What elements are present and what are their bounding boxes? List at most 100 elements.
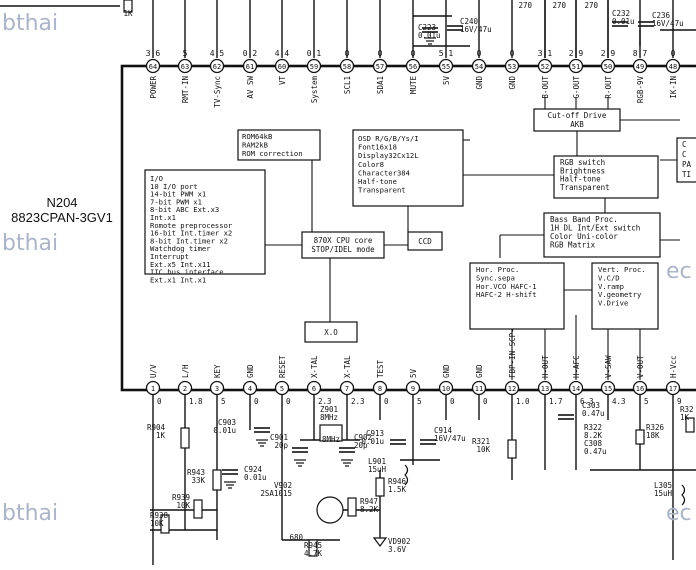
block-io-text: 8-bit Int.timer x2	[150, 236, 228, 245]
pin-circle	[568, 58, 584, 74]
pin-voltage: 4.5	[210, 49, 225, 58]
pin-number: 16	[636, 385, 644, 393]
pin-circle	[504, 58, 520, 74]
component-value: 0.01u	[418, 31, 441, 40]
pin-number: 59	[310, 63, 318, 71]
component-ref: R322	[584, 423, 602, 432]
pin-voltage: 0	[450, 397, 455, 406]
pin-voltage: 9	[677, 397, 682, 406]
watermark-left-2: bthai	[2, 231, 58, 256]
pin-voltage: 6.3	[580, 397, 594, 406]
pin-circle	[504, 380, 520, 396]
pin-name: FBP-IN SCP-OUT	[508, 314, 517, 378]
block-right_partial-text: C	[682, 140, 687, 149]
component-ref: C308	[584, 439, 603, 448]
pin-circle	[537, 380, 553, 396]
pin-name: R-OUT	[604, 76, 613, 99]
block-bassband-text: 1H DL Int/Ext switch	[550, 224, 640, 233]
block-rgbsw-text: Brightness	[560, 166, 605, 175]
pin-voltage: 2.9	[569, 49, 584, 58]
pin-name: GND	[475, 364, 484, 378]
resistor	[375, 477, 385, 497]
block-xo-text: X.O	[324, 328, 338, 337]
pin-number: 51	[572, 63, 580, 71]
pin-number: 13	[541, 385, 549, 393]
component-ref: 270	[584, 1, 598, 10]
pin-name: IK-IN	[669, 76, 678, 99]
pin-number: 61	[246, 63, 254, 71]
block-vertproc-text: V.ramp	[598, 282, 624, 291]
pin-voltage: 0	[477, 49, 482, 58]
component-ref: C240	[460, 17, 479, 26]
pin-voltage: 4.3	[612, 397, 626, 406]
pin-number: 63	[181, 63, 189, 71]
block-io-text: Ext.x1 Int.x1	[150, 275, 206, 284]
resistor	[193, 499, 203, 519]
pin-number: 56	[409, 63, 417, 71]
component-value: 8.2K	[584, 431, 603, 440]
pin-circle	[372, 380, 388, 396]
block-cpu-text: 870X CPU core	[314, 236, 373, 245]
component-ref: R326	[646, 423, 665, 432]
pin-name: H-OUT	[541, 355, 550, 378]
pin-number: 11	[475, 385, 483, 393]
component-value: 20p	[354, 441, 368, 450]
block-bassband-text: Color Uni-color	[550, 232, 618, 241]
pin-number: 6	[312, 385, 316, 393]
pin-number: 57	[376, 63, 384, 71]
pin-number: 58	[343, 63, 351, 71]
block-osd-text: Color8	[358, 160, 384, 169]
block-io-text: 10 I/O port	[150, 182, 198, 191]
component-ref: R943	[187, 468, 205, 477]
component-ref: C913	[366, 429, 384, 438]
pin-name: SDA1	[376, 76, 385, 94]
component-value: 2SA1015	[260, 489, 292, 498]
block-io	[144, 169, 266, 275]
inductor	[404, 464, 409, 486]
resistor	[347, 497, 357, 517]
pin-circle	[209, 380, 225, 396]
pin-circle	[438, 58, 454, 74]
pin-number: 4	[248, 385, 252, 393]
pin-number: 10	[442, 385, 450, 393]
pin-voltage: 2.3	[351, 397, 365, 406]
block-osd	[352, 129, 464, 207]
pin-name: RMT-IN	[181, 76, 190, 103]
resistor	[635, 429, 645, 445]
pin-voltage: 0	[671, 49, 676, 58]
block-rom-text: RAM2kB	[242, 141, 268, 150]
component-value: 15uH	[654, 489, 673, 498]
pin-voltage: 0	[286, 397, 291, 406]
block-vertproc-text: V.geometry	[598, 290, 642, 299]
component-value: 0.01u	[213, 426, 236, 435]
component-value: 1.5K	[388, 485, 407, 494]
block-rom-text: ROM correction	[242, 149, 303, 158]
pin-voltage: 3.6	[146, 49, 161, 58]
component-value: 16V/47u	[652, 19, 684, 28]
zener	[372, 537, 388, 547]
pin-voltage: 4.4	[275, 49, 290, 58]
pin-circle	[665, 380, 681, 396]
component-value: 1K	[156, 431, 166, 440]
pin-name: GND	[475, 76, 484, 90]
block-rom-text: ROM64kB	[242, 132, 272, 141]
block-io-text: 14-bit PWM x1	[150, 190, 206, 199]
block-io-text: Watchdog timer	[150, 244, 211, 253]
pin-circle	[274, 380, 290, 396]
block-io-text: Interrupt	[150, 252, 189, 261]
inductor	[681, 484, 686, 506]
pin-name: V-SAW	[604, 355, 613, 378]
block-io-text: Ext.x5 Int.x11	[150, 260, 211, 269]
pin-number: 8	[378, 385, 382, 393]
block-vertproc	[591, 262, 659, 330]
pin-name: GND	[442, 364, 451, 378]
pin-name: L/H	[181, 364, 190, 378]
pin-number: 17	[669, 385, 677, 393]
pin-circle	[242, 58, 258, 74]
block-osd-text: Half-tone	[358, 177, 397, 186]
pin-name: SCL1	[343, 76, 352, 94]
block-ccd	[407, 231, 443, 251]
crystal	[319, 424, 343, 442]
